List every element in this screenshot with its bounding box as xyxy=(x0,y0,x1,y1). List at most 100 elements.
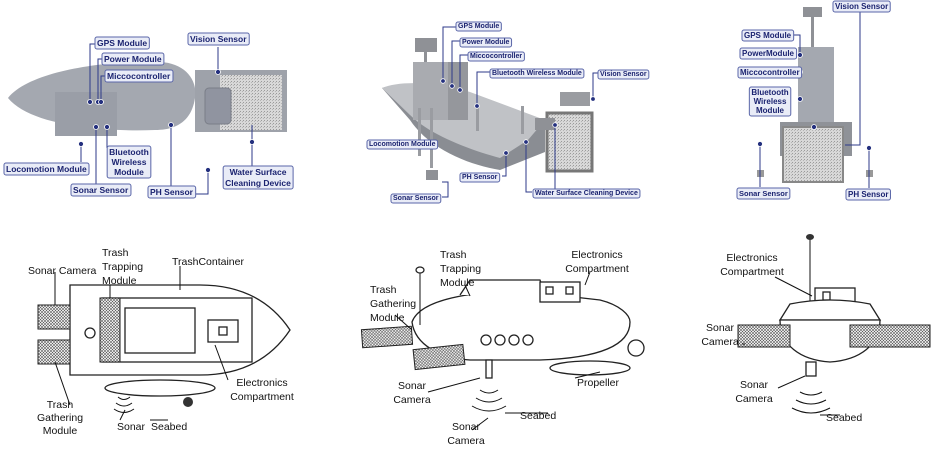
label-box xyxy=(390,193,442,204)
gps-antenna-block xyxy=(803,7,822,17)
label-box xyxy=(106,145,152,179)
label-sonar-sensor: Sonar Sensor xyxy=(70,183,132,197)
label-gps-module: GPS Module xyxy=(741,29,795,42)
compartment-window xyxy=(822,291,831,301)
electronics-tower xyxy=(798,47,834,127)
porthole-4 xyxy=(522,334,534,346)
label-sonar-sensor: Sonar Sensor xyxy=(736,187,791,200)
svg-text:Vision Sensor: Vision Sensor xyxy=(835,2,888,11)
svg-text:Power Module: Power Module xyxy=(104,54,162,64)
label-locomotion-module: Locomotion Module xyxy=(366,139,439,150)
ph-rod xyxy=(521,106,524,134)
label-seabed: Seabed xyxy=(520,410,556,422)
svg-text:Locomotion Module: Locomotion Module xyxy=(369,141,436,148)
label-box xyxy=(741,29,795,42)
gathering-mesh-upper xyxy=(37,304,71,330)
trapping-mesh xyxy=(412,343,466,371)
porthole-1 xyxy=(480,334,492,346)
bluetooth-rod xyxy=(476,105,479,131)
hull-top xyxy=(778,299,882,321)
svg-text:GPS Module: GPS Module xyxy=(97,38,147,48)
gps-mast xyxy=(811,17,814,47)
label-box xyxy=(366,139,439,150)
antenna-top xyxy=(806,234,814,240)
svg-text:GPS Module: GPS Module xyxy=(458,23,499,30)
svg-text:Sonar Sensor: Sonar Sensor xyxy=(393,195,439,202)
label-box xyxy=(845,188,891,201)
porthole-3 xyxy=(508,334,520,346)
svg-text:Sonar Sensor: Sonar Sensor xyxy=(73,185,129,195)
pontoon-side xyxy=(549,360,631,376)
svg-text:Vision Sensor: Vision Sensor xyxy=(600,71,647,78)
svg-text:PH Sensor: PH Sensor xyxy=(462,174,498,181)
label-ph-sensor: PH Sensor xyxy=(845,188,891,201)
sonar-waves xyxy=(113,396,135,413)
sonar-post xyxy=(805,361,817,377)
trash-trapping-mesh xyxy=(99,297,121,363)
svg-text:Miccocontroller: Miccocontroller xyxy=(107,71,171,81)
label-box xyxy=(832,0,891,13)
label-box xyxy=(489,68,585,79)
label-ph-sensor: PH Sensor xyxy=(147,185,197,199)
label-sonar-sensor: Sonar Sensor xyxy=(390,193,442,204)
label-cleaning-device: Water Surface Cleaning Device xyxy=(532,188,641,199)
cleaning-mesh-front xyxy=(782,126,844,183)
label-sonar-camera: Sonar Camera xyxy=(28,265,96,277)
label-locomotion-module: Locomotion Module xyxy=(3,162,90,176)
locomotion-rod-2 xyxy=(430,108,433,168)
label-box xyxy=(455,21,502,32)
label-ph-sensor: PH Sensor xyxy=(459,172,501,183)
svg-text:Water Surface Cleaning Device: Water Surface Cleaning Device xyxy=(535,190,638,197)
label-box xyxy=(187,32,250,46)
label-box xyxy=(748,86,792,117)
label-box xyxy=(459,172,501,183)
label-vision-sensor: Vision Sensor xyxy=(597,69,650,80)
label-vision-sensor: Vision Sensor xyxy=(187,32,250,46)
gathering-mesh xyxy=(360,325,414,349)
svg-text:Miccocontroller: Miccocontroller xyxy=(740,68,800,77)
compartment-window-1 xyxy=(545,286,554,295)
label-bluetooth-module: Bluetooth Wireless Module xyxy=(489,68,585,79)
porthole-2 xyxy=(494,334,506,346)
label-box xyxy=(467,51,525,62)
svg-text:PowerModule: PowerModule xyxy=(742,49,795,58)
gps-antenna-block xyxy=(415,38,437,52)
label-vision-sensor: Vision Sensor xyxy=(832,0,891,13)
label-microcontroller: Miccocontroller xyxy=(737,66,803,79)
electronics-port xyxy=(218,326,228,336)
label-gps-module: GPS Module xyxy=(94,36,150,50)
label-microcontroller: Miccocontroller xyxy=(104,69,174,83)
svg-text:PH Sensor: PH Sensor xyxy=(150,187,194,197)
pontoon xyxy=(104,379,216,397)
antenna-top xyxy=(415,266,425,274)
label-propeller: Propeller xyxy=(577,377,620,389)
svg-text:Sonar Sensor: Sonar Sensor xyxy=(739,189,788,198)
label-box xyxy=(222,165,294,190)
svg-text:Locomotion Module: Locomotion Module xyxy=(6,164,87,174)
label-power-module: Power Module xyxy=(101,52,165,66)
locomotion-rod-1 xyxy=(418,108,421,156)
vision-sensor-block xyxy=(204,87,232,125)
vision-sensor-3d xyxy=(560,92,590,106)
label-seabed: Seabed xyxy=(151,421,187,433)
label-box xyxy=(739,47,798,60)
sonar-sensor-3d xyxy=(426,170,438,180)
sonar-waves xyxy=(791,391,831,414)
